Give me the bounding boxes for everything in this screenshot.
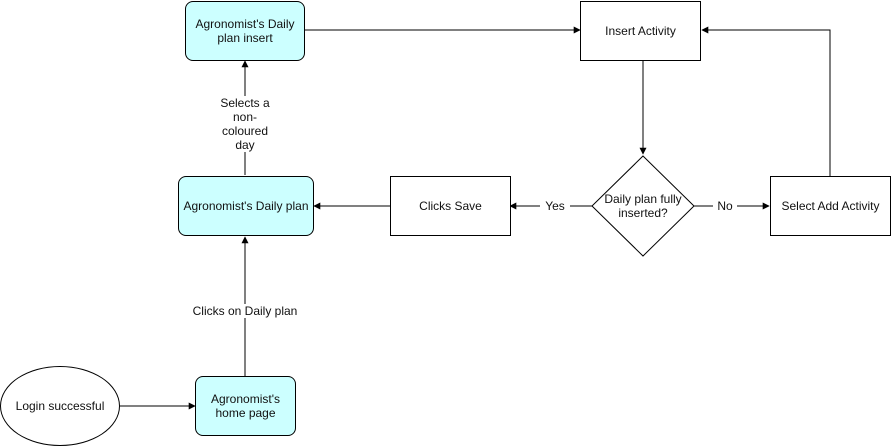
arrow-add-activity-to-insert (701, 26, 831, 176)
decision-label: Daily plan fully inserted? (604, 192, 682, 220)
clicks-on-daily-plan-label: Clicks on Daily plan (188, 304, 302, 318)
agronomist-home-page-label: Agronomist's home page (211, 392, 280, 420)
selects-non-coloured-day-label: Selects a non-coloured day (217, 96, 273, 152)
select-add-activity-node: Select Add Activity (770, 176, 891, 236)
no-label: No (713, 199, 737, 213)
clicks-save-label: Clicks Save (419, 199, 482, 213)
decision-diamond (591, 155, 695, 257)
login-successful-label: Login successful (15, 399, 105, 413)
select-add-activity-label: Select Add Activity (781, 199, 880, 213)
agronomist-daily-plan-insert-label: Agronomist's Daily plan insert (195, 17, 295, 45)
login-successful-node: Login successful (0, 366, 120, 446)
clicks-save-node: Clicks Save (390, 176, 511, 236)
yes-label: Yes (540, 199, 570, 213)
insert-activity-label: Insert Activity (605, 24, 676, 38)
agronomist-home-page-node: Agronomist's home page (195, 376, 296, 436)
agronomist-daily-plan-label: Agronomist's Daily plan (183, 199, 309, 213)
insert-activity-node: Insert Activity (580, 1, 701, 61)
agronomist-daily-plan-insert-node: Agronomist's Daily plan insert (185, 1, 305, 61)
agronomist-daily-plan-node: Agronomist's Daily plan (178, 176, 314, 236)
